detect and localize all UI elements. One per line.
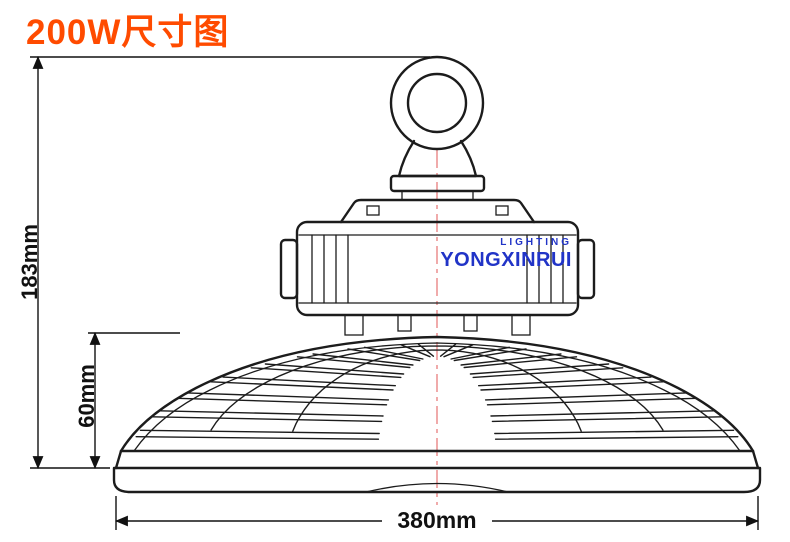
driver-ribs bbox=[311, 234, 564, 304]
driver-housing bbox=[279, 198, 596, 336]
hanging-ring bbox=[389, 55, 486, 201]
page-title: 200W尺寸图 bbox=[26, 13, 230, 52]
heatsink-body bbox=[112, 335, 762, 494]
dimension-fin-height-lines bbox=[88, 331, 180, 470]
dimension-label-height: 183mm bbox=[17, 224, 42, 300]
brand-tagline: LIGHTING bbox=[500, 237, 572, 248]
brand-name: YONGXINRUI bbox=[440, 249, 572, 271]
mounting-feet bbox=[344, 314, 531, 336]
dimension-label-width: 380mm bbox=[382, 505, 492, 535]
dimension-label-fin-height: 60mm bbox=[74, 364, 99, 428]
heatsink-fins bbox=[135, 343, 739, 440]
brand-watermark: LIGHTING YONGXINRUI bbox=[438, 237, 572, 272]
